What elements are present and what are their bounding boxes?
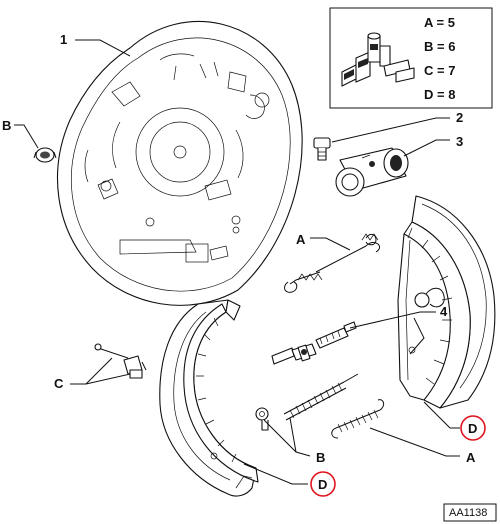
callout-d-right: D	[468, 421, 477, 436]
brake-shoe-left	[159, 299, 259, 497]
callout-2: 2	[456, 110, 463, 125]
callout-c: C	[54, 376, 64, 391]
lower-return-spring	[331, 399, 385, 439]
backing-plate	[56, 20, 303, 306]
hold-down-pin-kit	[94, 343, 147, 379]
callout-b-top: B	[2, 118, 11, 133]
rubber-plug	[33, 147, 57, 163]
callout-b-bottom: B	[316, 450, 325, 465]
spring-bushing	[255, 407, 269, 431]
reference-code: AA1138	[449, 507, 487, 519]
brake-shoe-right	[397, 195, 496, 409]
leader-lines	[14, 39, 460, 485]
adjuster-strut	[271, 321, 357, 365]
legend-item-a: A = 5	[424, 15, 455, 30]
callout-1: 1	[60, 32, 67, 47]
upper-return-spring	[284, 233, 381, 293]
callout-d-bottom: D	[318, 477, 327, 492]
legend-item-d: D = 8	[424, 87, 455, 102]
callout-d-right-group: D	[460, 415, 486, 441]
adjuster-spring	[283, 373, 359, 421]
reference-code-box: AA1138	[443, 503, 497, 522]
legend-item-c: C = 7	[424, 63, 455, 78]
callout-d-bottom-group: D	[310, 471, 336, 497]
legend-box: A = 5 B = 6 C = 7 D = 8	[329, 7, 493, 109]
wheel-cylinder	[335, 147, 409, 197]
callout-a-right: A	[466, 450, 476, 465]
legend-item-b: B = 6	[424, 39, 455, 54]
bleed-screw	[313, 137, 331, 161]
callout-3: 3	[456, 134, 463, 149]
callout-a-mid: A	[296, 232, 306, 247]
callout-4: 4	[440, 304, 448, 319]
